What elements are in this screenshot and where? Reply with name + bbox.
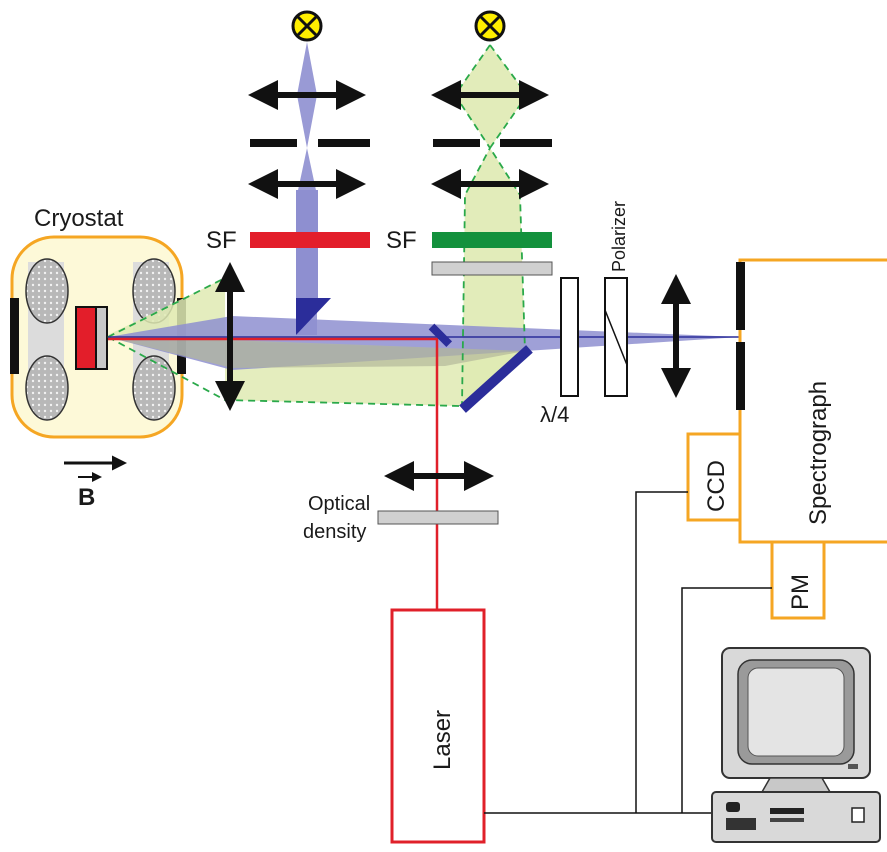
spectrograph-label: Spectrograph [805,381,832,525]
cables [484,491,772,814]
cable-pm [681,587,772,813]
sample-red [75,306,98,370]
ccd-label: CCD [703,460,730,512]
pinhole-left-a [250,139,297,147]
cable-ccd [635,491,688,813]
optical-density-label-line1: Optical [308,493,370,515]
computer-icon [711,647,881,843]
polarizer [604,277,628,397]
magnet-coil-bottom-right [132,355,176,421]
overlap-region [108,337,525,368]
cryostat-window-left [10,298,19,374]
magnet-coil-bottom-left [25,355,69,421]
lamp-icon-right [474,10,506,42]
cryostat-label: Cryostat [34,205,124,232]
sf-label-right: SF [386,227,417,254]
waveplate-label: λ/4 [540,402,569,427]
green-dashed-outline-top [107,277,226,338]
beam-paths [107,42,740,407]
filter-green [432,232,552,248]
filter-red [250,232,370,248]
ccd-box [686,432,742,522]
lamp-icon-left [291,10,323,42]
optical-density-filter [377,510,499,525]
optics-right-branch [431,80,552,199]
gray-filter-upper [431,261,553,276]
sf-label-left: SF [206,227,237,254]
sample-gray [95,306,108,370]
pm-label: PM [787,574,814,610]
mirror-diagonal [459,345,533,413]
magnet-coil-top-left [25,258,69,324]
mirror-left-prism [296,298,331,335]
spectrograph-slit-bottom [736,342,745,410]
green-beam-collection [108,278,525,406]
laser-box [390,608,486,844]
field-label: B [78,484,95,511]
optical-density-label-line2: density [303,521,366,543]
cryostat [10,235,186,439]
mirror-small [428,323,453,348]
polarizer-label: Polarizer [609,201,629,272]
waveplate [560,277,579,397]
spectrograph-slit-top [736,262,745,330]
laser-label: Laser [429,710,456,770]
optics-left-branch [248,80,370,199]
pinhole-right-a [433,139,480,147]
pinhole-left-b [318,139,370,147]
pm-box [770,540,826,620]
pinhole-right-b [500,139,552,147]
green-beam-lamp [455,45,527,405]
